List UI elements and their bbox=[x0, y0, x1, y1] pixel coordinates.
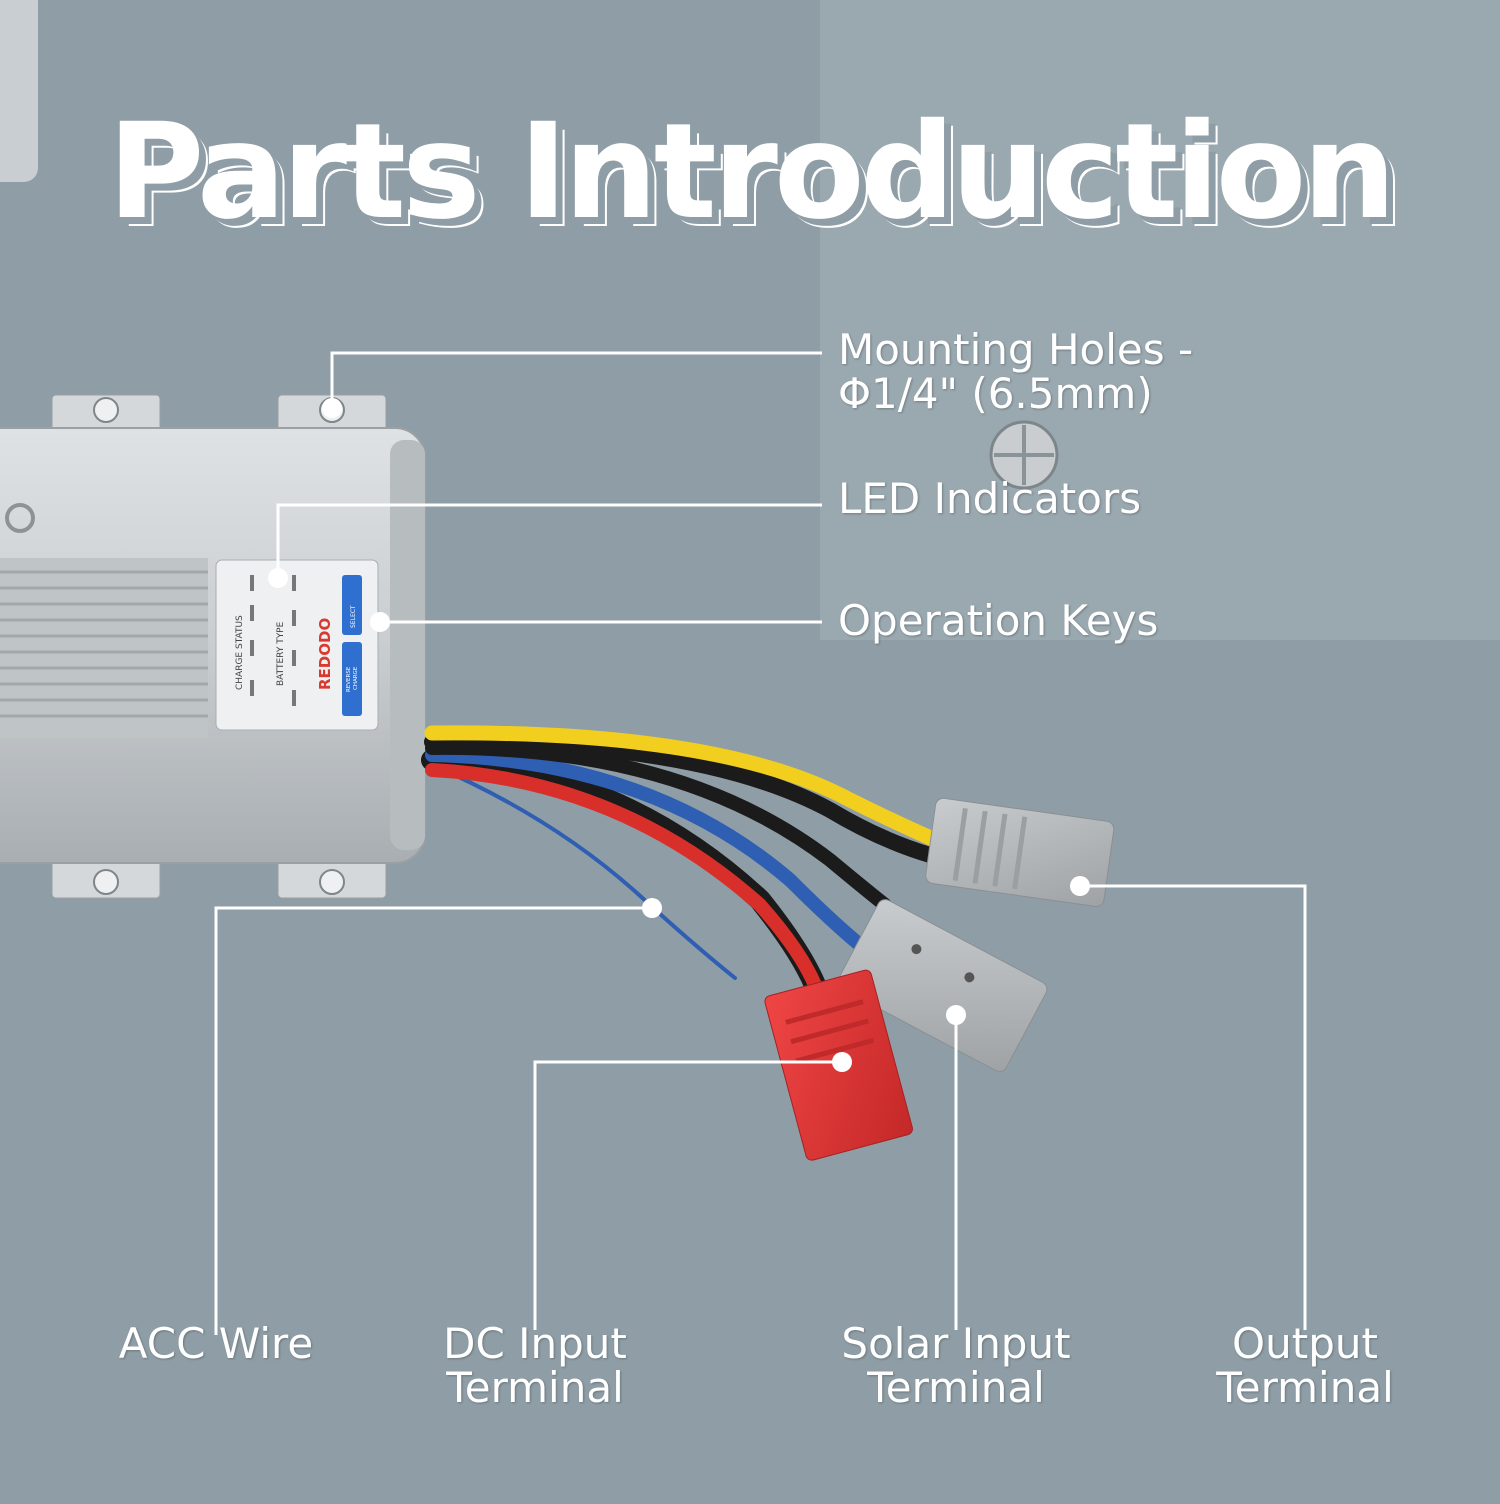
solar-input-connector bbox=[837, 899, 1048, 1073]
callout-dots bbox=[268, 398, 1090, 1072]
background-panel bbox=[820, 0, 1500, 640]
led-indicator-lights bbox=[250, 575, 296, 706]
callout-lines bbox=[214, 351, 1307, 1335]
mounting-holes-leader bbox=[330, 351, 822, 408]
operation-keys-label: Operation Keys bbox=[838, 596, 1159, 645]
output-connector bbox=[925, 797, 1115, 907]
charge-status-label: CHARGE STATUS bbox=[235, 615, 245, 690]
blue-wire-solar bbox=[425, 748, 867, 952]
output-label-2: Terminal bbox=[1216, 1363, 1394, 1412]
solar-input-label-2: Terminal bbox=[867, 1363, 1045, 1412]
acc-wire-label: ACC Wire bbox=[118, 1319, 314, 1368]
acc-wire-callout: ACC Wire bbox=[86, 1322, 346, 1366]
operation-keys-callout: Operation Keys bbox=[838, 599, 1158, 643]
output-label-1: Output bbox=[1232, 1319, 1378, 1368]
reverse-charge-key-label-2: CHARGE bbox=[353, 666, 359, 690]
black-wire-output bbox=[424, 733, 938, 863]
reverse-charge-key[interactable] bbox=[342, 642, 362, 716]
led-indicators-leader bbox=[276, 503, 822, 578]
mounting-holes-label-2: Φ1/4" (6.5mm) bbox=[838, 369, 1153, 418]
brand-logo: REDODO bbox=[316, 618, 334, 690]
led-indicators-label: LED Indicators bbox=[838, 474, 1142, 523]
reverse-charge-key-label-1: REVERSE bbox=[346, 666, 352, 692]
page-title: Parts Introduction bbox=[107, 95, 1397, 249]
select-key-label: SELECT bbox=[350, 605, 357, 628]
heat-sink-fins bbox=[0, 558, 208, 738]
wall-screw-icon bbox=[989, 420, 1059, 490]
output-leader bbox=[1080, 884, 1307, 1330]
solar-input-label-1: Solar Input bbox=[841, 1319, 1071, 1368]
red-wire bbox=[425, 763, 822, 992]
output-callout: Output Terminal bbox=[1185, 1322, 1425, 1410]
mounting-holes-label-1: Mounting Holes - bbox=[838, 325, 1194, 374]
top-left-panel bbox=[0, 0, 38, 182]
solar-input-callout: Solar Input Terminal bbox=[816, 1322, 1096, 1410]
yellow-wire bbox=[424, 725, 943, 848]
led-indicators-callout: LED Indicators bbox=[838, 477, 1141, 521]
mounting-holes-callout: Mounting Holes - Φ1/4" (6.5mm) bbox=[838, 328, 1193, 416]
charger-case: CHARGE STATUS BATTERY TYPE REDODO SELECT… bbox=[0, 427, 426, 864]
acc-wire-leader bbox=[214, 906, 652, 1335]
dc-input-callout: DC Input Terminal bbox=[405, 1322, 665, 1410]
control-panel: CHARGE STATUS BATTERY TYPE REDODO SELECT… bbox=[215, 559, 379, 731]
dc-input-leader bbox=[533, 1060, 842, 1330]
dc-input-label-2: Terminal bbox=[446, 1363, 624, 1412]
acc-wire bbox=[430, 763, 737, 980]
black-wire-solar bbox=[425, 740, 892, 912]
select-key[interactable] bbox=[342, 575, 362, 635]
wires bbox=[421, 725, 943, 996]
battery-type-label: BATTERY TYPE bbox=[276, 621, 286, 686]
dc-input-label-1: DC Input bbox=[443, 1319, 627, 1368]
